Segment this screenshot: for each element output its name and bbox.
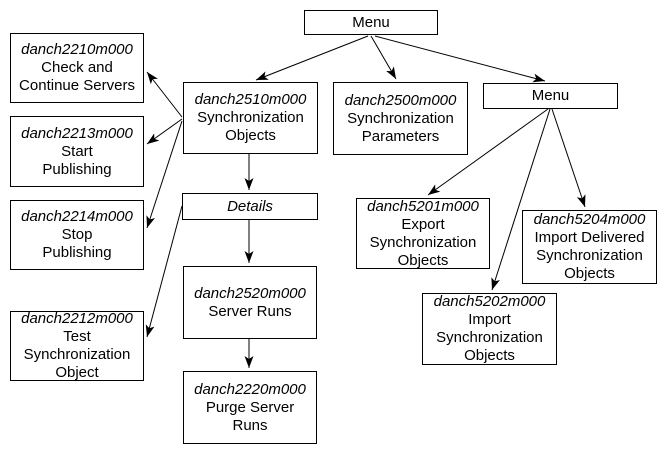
session-code: danch5204m000 [533, 211, 646, 228]
node-label: Objects [225, 127, 276, 144]
node-label: Stop [61, 226, 93, 243]
node-label: Synchronization [536, 247, 643, 264]
node-label: Synchronization [23, 346, 131, 363]
node-label: Synchronization [369, 233, 477, 251]
session-code: danch5202m000 [433, 293, 546, 310]
edge-danch2510-to-danch2210 [146, 71, 183, 118]
edge-danch2510-to-danch2214 [146, 120, 183, 229]
node-menu-top: Menu [304, 10, 438, 35]
edge-danch2510-to-danch2213 [146, 118, 183, 145]
node-label: Objects [564, 265, 615, 282]
session-code: danch5201m000 [367, 197, 479, 215]
node-label: Synchronization [436, 329, 543, 346]
session-code: danch2212m000 [21, 310, 133, 327]
node-danch2210: danch2210m000 Check and Continue Servers [10, 33, 144, 103]
node-label: Object [55, 364, 99, 381]
session-code: danch2220m000 [194, 380, 306, 398]
node-label: Runs [232, 416, 268, 434]
edge-menu-right-to-danch5202 [491, 108, 551, 291]
node-label: Menu [352, 13, 390, 31]
node-label: Synchronization [347, 109, 454, 127]
edge-menu-top-to-menu-right [374, 35, 546, 83]
session-code: danch2213m000 [21, 124, 133, 142]
node-menu-right: Menu [483, 83, 618, 109]
node-label: Export [401, 215, 445, 233]
node-label: Menu [531, 87, 570, 104]
edge-menu-right-to-danch5204 [551, 108, 586, 208]
node-details: Details [182, 193, 318, 220]
node-label: Check and [41, 59, 113, 76]
node-label: Details [227, 197, 273, 215]
node-danch5202: danch5202m000 Import Synchronization Obj… [422, 293, 557, 365]
node-label: Import Delivered [534, 229, 645, 246]
node-label: Start [61, 142, 93, 160]
node-label: Publishing [42, 160, 112, 178]
session-code: danch2500m000 [344, 91, 457, 109]
node-label: Objects [464, 347, 515, 364]
node-danch2212: danch2212m000 Test Synchronization Objec… [10, 310, 144, 381]
node-label: Publishing [42, 244, 112, 261]
node-danch2520: danch2520m000 Server Runs [183, 266, 317, 339]
node-label: Purge Server [205, 398, 295, 416]
session-code: danch2214m000 [21, 208, 133, 225]
session-code: danch2510m000 [194, 91, 307, 108]
session-code: danch2520m000 [194, 284, 306, 302]
node-label: Parameters [361, 127, 440, 145]
node-label: Continue Servers [19, 77, 135, 94]
edge-menu-right-to-danch5201 [427, 108, 549, 196]
node-danch2510: danch2510m000 Synchronization Objects [183, 82, 318, 154]
session-code: danch2210m000 [21, 41, 133, 58]
node-danch2220: danch2220m000 Purge Server Runs [183, 371, 317, 444]
node-label: Server Runs [208, 302, 292, 320]
edge-details-to-danch2212 [145, 205, 183, 338]
node-label: Synchronization [197, 109, 304, 126]
node-danch2213: danch2213m000 Start Publishing [10, 116, 144, 187]
node-danch5204: danch5204m000 Import Delivered Synchroni… [522, 210, 657, 284]
node-danch5201: danch5201m000 Export Synchronization Obj… [356, 198, 490, 269]
node-danch2500: danch2500m000 Synchronization Parameters [333, 82, 468, 155]
edge-menu-top-to-danch2510 [255, 35, 369, 81]
node-danch2214: danch2214m000 Stop Publishing [10, 200, 144, 270]
node-label: Test [63, 328, 91, 345]
node-label: Import [468, 311, 511, 328]
node-label: Objects [397, 251, 449, 269]
edge-menu-top-to-danch2500 [370, 35, 397, 80]
